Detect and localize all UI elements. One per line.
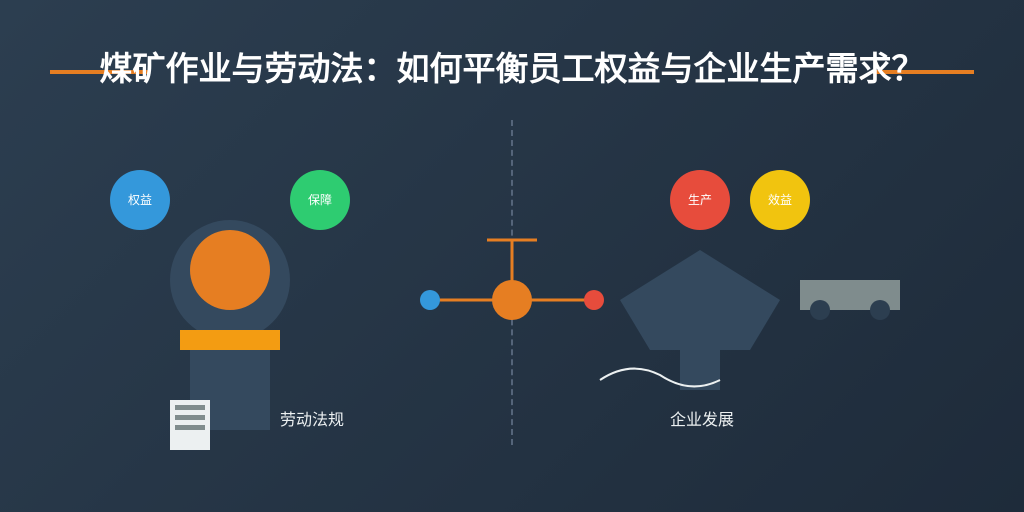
badge-efficiency: 效益 bbox=[750, 170, 810, 230]
scale-pivot bbox=[492, 280, 532, 320]
title-accent-line-right bbox=[874, 70, 974, 74]
mine-headframe-icon bbox=[620, 250, 780, 350]
page-title: 煤矿作业与劳动法：如何平衡员工权益与企业生产需求？ bbox=[99, 49, 925, 88]
scale-left-pan bbox=[420, 290, 440, 310]
title-accent-line-left bbox=[50, 70, 150, 74]
title-area: 煤矿作业与劳动法：如何平衡员工权益与企业生产需求？ bbox=[0, 44, 1024, 94]
mine-shaft bbox=[680, 350, 720, 390]
mine-cart-wheel bbox=[810, 300, 830, 320]
document-line bbox=[175, 415, 205, 420]
caption-enterprise-development: 企业发展 bbox=[670, 410, 735, 429]
caption-labor-law: 劳动法规 bbox=[280, 410, 345, 429]
badge-production: 生产 bbox=[670, 170, 730, 230]
scale-right-pan bbox=[584, 290, 604, 310]
document-icon bbox=[170, 400, 210, 450]
helmet-band bbox=[180, 330, 280, 350]
document-line bbox=[175, 425, 205, 430]
ground-wave-line bbox=[599, 367, 721, 388]
worker-head bbox=[190, 230, 270, 310]
document-line bbox=[175, 405, 205, 410]
badge-rights: 权益 bbox=[110, 170, 170, 230]
mine-cart-wheel bbox=[870, 300, 890, 320]
badge-protection: 保障 bbox=[290, 170, 350, 230]
